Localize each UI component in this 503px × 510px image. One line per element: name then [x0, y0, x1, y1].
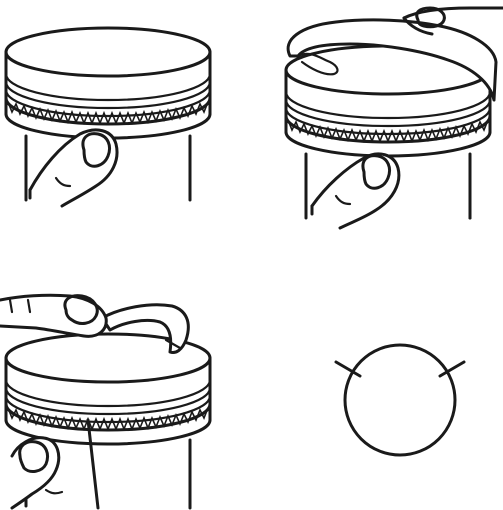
panel-3	[0, 295, 210, 508]
panel-1	[6, 28, 210, 206]
fingertip-on-cap-edge-icon	[30, 130, 117, 206]
opened-container-top-icon	[336, 345, 464, 455]
peeling-seal-backwards-icon	[0, 295, 106, 336]
panel-4	[336, 345, 464, 455]
panel-2	[286, 8, 503, 228]
